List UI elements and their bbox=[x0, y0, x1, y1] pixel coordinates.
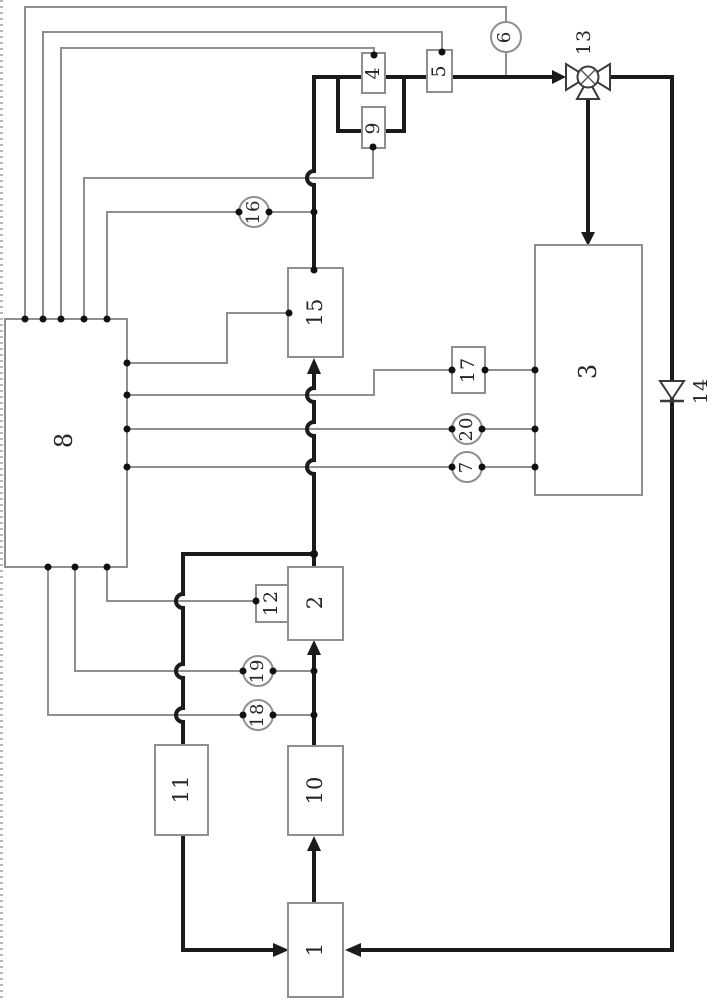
label-gauge-18: 18 bbox=[247, 702, 268, 728]
box-11 bbox=[154, 744, 209, 836]
junction-dot bbox=[369, 143, 377, 151]
junction-dot bbox=[80, 315, 88, 323]
label-gauge-6: 6 bbox=[494, 30, 515, 44]
signal-line-through-gauge-18 bbox=[47, 567, 314, 716]
junction-dot bbox=[310, 711, 318, 719]
label-gauge-7: 7 bbox=[456, 460, 477, 474]
signal-line-to-gauge-6 bbox=[24, 6, 507, 319]
junction-dot bbox=[478, 425, 486, 433]
label-box-10: 10 bbox=[303, 775, 327, 805]
label-box-17: 17 bbox=[457, 356, 479, 384]
check-valve-14 bbox=[658, 380, 686, 403]
junction-dot bbox=[481, 366, 489, 374]
label-valve-13: 13 bbox=[573, 28, 595, 56]
pipe-branch-to-box-11 bbox=[174, 552, 314, 746]
junction-dot bbox=[448, 463, 456, 471]
junction-dot bbox=[269, 711, 277, 719]
box-3 bbox=[534, 244, 643, 496]
box-5 bbox=[426, 49, 453, 93]
valve-bottom-triangle bbox=[575, 76, 601, 100]
box-10 bbox=[287, 745, 344, 836]
pipe-riser-above-box-15 bbox=[305, 75, 552, 268]
box-8 bbox=[4, 318, 128, 568]
box-15 bbox=[287, 267, 344, 358]
junction-dot bbox=[123, 463, 131, 471]
junction-dot bbox=[448, 366, 456, 374]
arrow-into-box-10 bbox=[307, 836, 321, 851]
junction-dot bbox=[252, 597, 260, 605]
box-1 bbox=[287, 902, 344, 998]
junction-dot bbox=[438, 48, 446, 56]
arrow-into-box-2 bbox=[307, 640, 321, 655]
junction-dot bbox=[71, 563, 79, 571]
junction-dot bbox=[239, 667, 247, 675]
signal-line-to-box-9 bbox=[83, 148, 374, 319]
junction-dot bbox=[310, 667, 318, 675]
label-box-8: 8 bbox=[50, 431, 78, 449]
junction-dot bbox=[531, 425, 539, 433]
junction-dot bbox=[235, 208, 243, 216]
signal-line-to-box-15 bbox=[127, 312, 288, 364]
pipe-riser-box-2-to-box-15 bbox=[305, 373, 316, 554]
scan-edge-artifact bbox=[0, 0, 3, 1000]
junction-dot bbox=[285, 309, 293, 317]
box-2 bbox=[287, 566, 344, 641]
label-box-3: 3 bbox=[574, 362, 602, 380]
junction-dot bbox=[531, 463, 539, 471]
junction-dot bbox=[21, 315, 29, 323]
junction-dot bbox=[44, 563, 52, 571]
junction-dot bbox=[57, 315, 65, 323]
valve-hatch bbox=[580, 69, 596, 85]
gauge-6 bbox=[490, 21, 522, 53]
signal-line-to-box-12 bbox=[106, 567, 256, 602]
arrow-into-box-1-left bbox=[273, 943, 289, 957]
label-box-2: 2 bbox=[303, 594, 327, 610]
junction-dot bbox=[531, 366, 539, 374]
label-box-9: 9 bbox=[362, 121, 384, 135]
pipe-right-return bbox=[361, 75, 674, 952]
junction-dot bbox=[310, 266, 318, 274]
junction-dot bbox=[310, 208, 318, 216]
junction-dot bbox=[478, 463, 486, 471]
junction-dot bbox=[39, 315, 47, 323]
arrow-into-box-15 bbox=[307, 358, 321, 374]
junction-dot bbox=[370, 51, 378, 59]
junction-dot bbox=[239, 711, 247, 719]
three-way-valve-13 bbox=[565, 62, 611, 100]
label-box-5: 5 bbox=[428, 64, 450, 78]
label-box-12: 12 bbox=[260, 589, 282, 617]
junction-dot bbox=[103, 563, 111, 571]
signal-line-through-box-17 bbox=[127, 369, 535, 396]
label-gauge-16: 16 bbox=[243, 199, 264, 225]
check-valve-triangle bbox=[658, 380, 686, 401]
junction-dot bbox=[123, 425, 131, 433]
signal-line-through-gauge-19 bbox=[74, 567, 314, 672]
junction-dot bbox=[123, 359, 131, 367]
arrow-into-valve-13 bbox=[552, 70, 566, 84]
arrow-into-box-3 bbox=[581, 232, 595, 246]
label-box-15: 15 bbox=[303, 297, 327, 327]
junction-dot bbox=[103, 315, 111, 323]
signal-line-through-gauge-16 bbox=[106, 211, 314, 319]
junction-dot bbox=[265, 208, 273, 216]
junction-dot bbox=[310, 550, 318, 558]
label-box-4: 4 bbox=[362, 66, 384, 80]
arrow-into-box-1-right bbox=[345, 943, 361, 957]
junction-dot bbox=[123, 391, 131, 399]
junction-dots bbox=[21, 48, 539, 719]
pipe-box-11-to-box-1 bbox=[181, 835, 273, 952]
junction-dot bbox=[448, 425, 456, 433]
label-check-valve-14: 14 bbox=[690, 377, 712, 405]
label-box-1: 1 bbox=[303, 941, 327, 957]
junction-dot bbox=[269, 667, 277, 675]
signal-line-to-box-5 bbox=[42, 31, 443, 319]
label-box-11: 11 bbox=[169, 774, 193, 804]
